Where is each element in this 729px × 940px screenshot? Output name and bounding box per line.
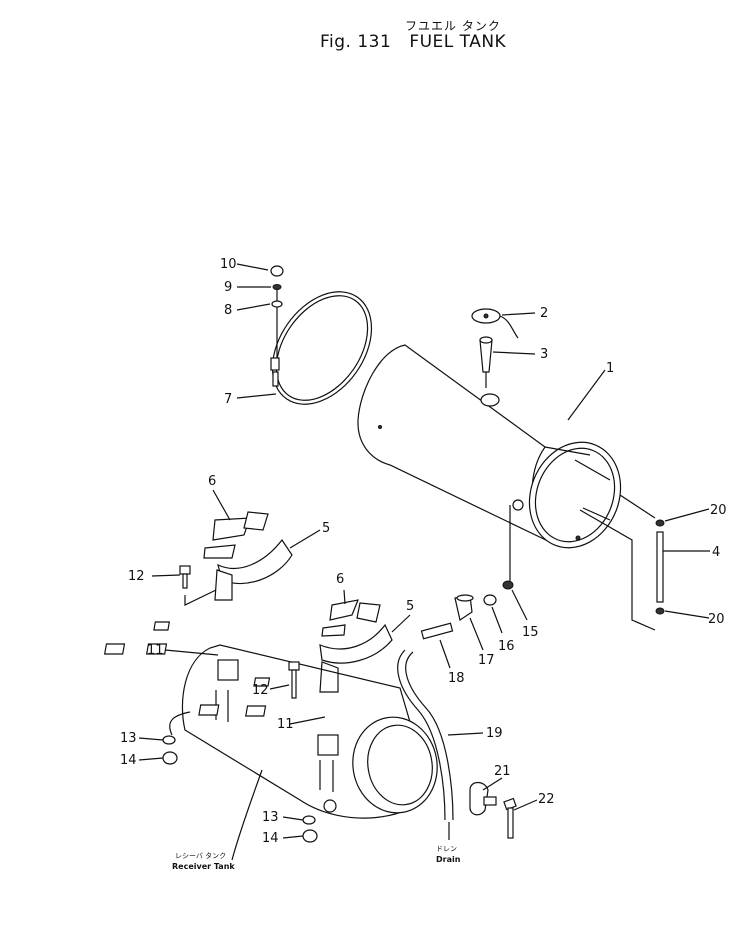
- drain-caption-jp: ドレン: [436, 845, 457, 853]
- callout-2: 2: [540, 306, 548, 321]
- washer-nut-left: [162, 711, 191, 765]
- callout-5-middle: 5: [406, 599, 414, 614]
- callout-20-top: 20: [710, 503, 727, 518]
- bolt-12-lower: [288, 661, 300, 699]
- callout-10: 10: [220, 257, 237, 272]
- callout-16: 16: [498, 639, 515, 654]
- callout-6-upper: 6: [208, 474, 216, 489]
- callout-numbers: 10 9 8 7 2 3 1 20 4 20 6 5 12 6 5 11 12 …: [120, 257, 727, 846]
- callout-17: 17: [478, 653, 495, 668]
- hose-clip: [469, 781, 497, 816]
- callout-6-middle: 6: [336, 572, 344, 587]
- figure-header: フユエル タンク Fig. 131 FUEL TANK: [0, 0, 729, 60]
- callout-12-lower: 12: [252, 683, 269, 698]
- callout-14-left: 14: [120, 753, 137, 768]
- receiver-tank: [181, 644, 438, 819]
- callout-21: 21: [494, 764, 511, 779]
- drain-caption: Drain: [436, 855, 461, 864]
- callout-12-upper: 12: [128, 569, 145, 584]
- callout-7: 7: [224, 392, 232, 407]
- filler-cap: [471, 308, 519, 339]
- callout-18: 18: [448, 671, 465, 686]
- callout-11-middle: 11: [277, 717, 294, 732]
- callout-1: 1: [606, 361, 614, 376]
- callout-8: 8: [224, 303, 232, 318]
- filler-strainer: [479, 336, 500, 407]
- drain-valve-assembly: [420, 499, 524, 640]
- bolt-12-upper: [179, 565, 191, 589]
- callout-3: 3: [540, 347, 548, 362]
- callout-13-bottom: 13: [262, 810, 279, 825]
- callout-19: 19: [486, 726, 503, 741]
- japanese-title: フユエル タンク: [405, 19, 501, 33]
- mount-pad: [103, 621, 271, 717]
- tank-support-middle: [319, 599, 393, 693]
- callout-9: 9: [224, 280, 232, 295]
- callout-11-left: 11: [147, 643, 164, 658]
- callout-22: 22: [538, 792, 555, 807]
- callout-5-upper: 5: [322, 521, 330, 536]
- tank-band: [270, 285, 373, 405]
- figure-title: Fig. 131 FUEL TANK: [320, 32, 506, 52]
- callout-13-left: 13: [120, 731, 137, 746]
- connecting-rod: [579, 494, 665, 631]
- receiver-tank-caption: Receiver Tank: [172, 862, 235, 871]
- clip-screw: [503, 797, 517, 839]
- receiver-tank-caption-jp: レシーバ タンク: [175, 851, 226, 860]
- fuel-tank-body: [357, 344, 622, 549]
- band-nut: [270, 265, 284, 308]
- fig-title-text: FUEL TANK: [409, 32, 507, 52]
- drain-hose: [397, 649, 454, 840]
- callout-14-bottom: 14: [262, 831, 279, 846]
- fig-label: Fig. 131: [320, 32, 392, 52]
- leader-lines: [138, 263, 710, 861]
- callout-4: 4: [712, 545, 720, 560]
- callout-15: 15: [522, 625, 539, 640]
- washer-nut-bottom: [302, 815, 318, 843]
- captions: ドレン Drain レシーバ タンク Receiver Tank: [172, 845, 461, 871]
- callout-20-bottom: 20: [708, 612, 725, 627]
- tank-support-upper: [184, 511, 293, 606]
